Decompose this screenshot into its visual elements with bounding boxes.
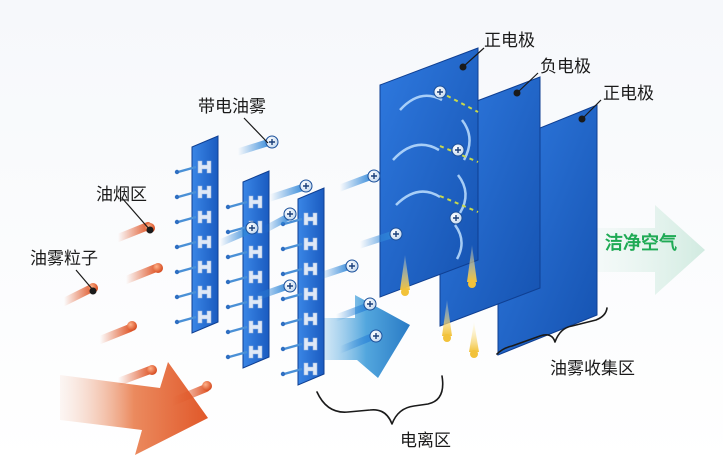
electrode-clip	[303, 212, 318, 226]
electrode-clip	[197, 210, 212, 224]
needle-pin	[228, 350, 248, 359]
needle-pin	[283, 242, 303, 251]
needle-tip	[225, 279, 231, 285]
needle-pin	[283, 317, 303, 326]
label-fume-zone: 油烟区	[96, 185, 147, 205]
electrode-clip	[303, 237, 318, 251]
needle-pin	[228, 275, 248, 284]
electrode-clip	[248, 245, 263, 259]
electrode-clip	[197, 285, 212, 299]
label-charged-oil-mist: 带电油雾	[198, 97, 266, 117]
needle-pin	[228, 200, 248, 209]
oil-mist-particles	[60, 222, 212, 406]
positive-electrode-plate-1	[379, 47, 479, 298]
needle-tip	[174, 194, 180, 200]
electrode-clip	[303, 287, 318, 301]
leader-lines	[75, 47, 602, 295]
needle-tip	[280, 271, 286, 277]
electrode-clip	[197, 260, 212, 274]
charged-flow-arrow	[300, 295, 410, 378]
needle-tip	[280, 296, 286, 302]
electrode-clip	[303, 337, 318, 351]
ionizer-strip-2	[242, 170, 270, 369]
needle-pin	[228, 225, 248, 234]
ionizer-strip-3	[297, 187, 325, 386]
needle-pin	[177, 265, 197, 274]
electrode-clip	[248, 320, 263, 334]
needle-tip	[225, 229, 231, 235]
needle-tip	[225, 304, 231, 310]
needle-tip	[280, 346, 286, 352]
needle-pin	[177, 215, 197, 224]
needle-pin	[228, 250, 248, 259]
ionizer-strip-1	[191, 135, 219, 334]
needle-tip	[225, 254, 231, 260]
needle-tip	[174, 294, 180, 300]
needle-tip	[225, 354, 231, 360]
needle-pin	[283, 292, 303, 301]
needle-tip	[280, 246, 286, 252]
needle-pin	[177, 165, 197, 174]
needle-pin	[228, 325, 248, 334]
ionization-zone-bracket	[316, 375, 444, 425]
charged-particles	[216, 135, 403, 354]
needle-pin	[283, 267, 303, 276]
needle-tip	[280, 371, 286, 377]
needle-tip	[225, 329, 231, 335]
electrode-clip	[197, 235, 212, 249]
needle-pin	[283, 367, 303, 376]
oil-droplets	[400, 245, 479, 358]
field-lines	[439, 91, 479, 213]
electrode-clip	[248, 270, 263, 284]
needle-tip	[174, 244, 180, 250]
electrode-clip	[303, 312, 318, 326]
charge-plus-signs	[249, 89, 461, 339]
oil-fume-arrow	[60, 362, 208, 455]
needle-tip	[174, 219, 180, 225]
needle-pin	[177, 290, 197, 299]
needle-tip	[280, 321, 286, 327]
electrode-clip	[248, 195, 263, 209]
needle-pin	[283, 217, 303, 226]
needle-tip	[225, 204, 231, 210]
collection-zone-bracket	[496, 307, 608, 355]
electrode-clip	[197, 160, 212, 174]
needle-pin	[177, 190, 197, 199]
needle-pin	[177, 240, 197, 249]
needle-tip	[174, 319, 180, 325]
label-clean-air: 洁净空气	[605, 232, 677, 254]
electrode-clip	[303, 362, 318, 376]
label-negative-electrode: 负电极	[540, 57, 591, 77]
needle-pin	[177, 315, 197, 324]
clean-air-arrow	[580, 205, 705, 295]
label-collection-zone: 油雾收集区	[550, 359, 635, 379]
label-oil-mist-particles: 油雾粒子	[30, 249, 98, 269]
needle-pin	[283, 342, 303, 351]
electrode-clip	[197, 310, 212, 324]
label-positive-electrode-1: 正电极	[484, 31, 535, 51]
ionizer-needles	[174, 160, 318, 377]
needle-tip	[174, 169, 180, 175]
electrode-clip	[248, 345, 263, 359]
needle-pin	[228, 300, 248, 309]
needle-tip	[174, 269, 180, 275]
electrode-clip	[197, 185, 212, 199]
label-positive-electrode-2: 正电极	[603, 84, 654, 104]
label-ionization-zone: 电离区	[400, 431, 451, 451]
